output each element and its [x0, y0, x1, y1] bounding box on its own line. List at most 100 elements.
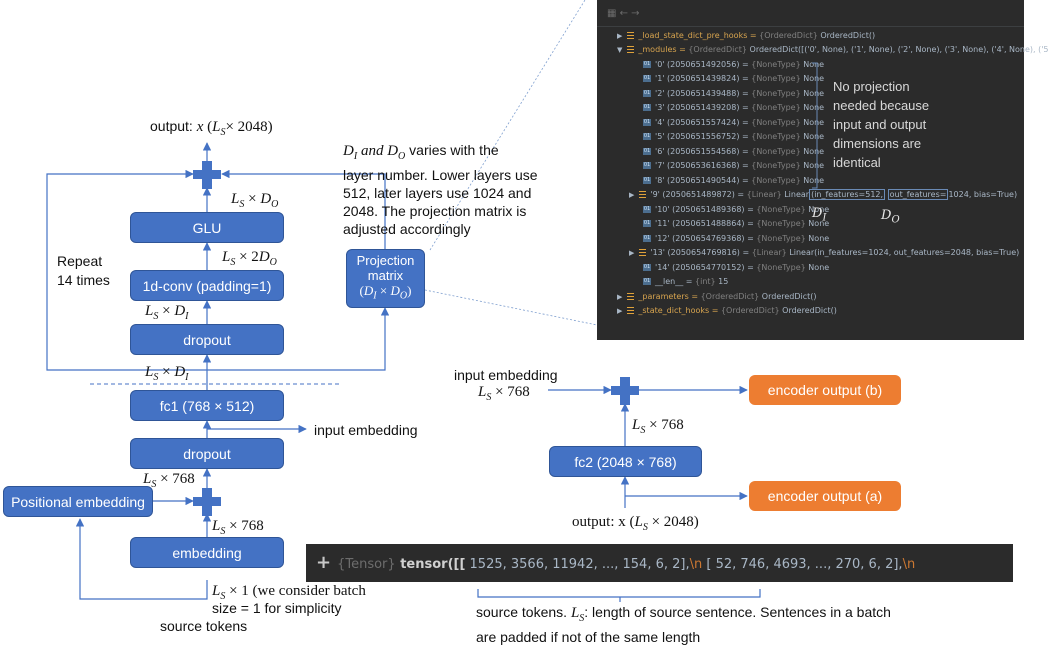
residual-loop	[46, 169, 207, 371]
variable-row[interactable]: 01'7' (2050653616368) = {NoneType} None	[643, 160, 824, 172]
item-key: '3' (2050651439208) =	[655, 103, 752, 112]
item-value: None	[800, 117, 825, 127]
variable-row[interactable]: ▶'9' (2050651489872) = {Linear} Linear(i…	[629, 189, 1017, 201]
no-proj-line5: identical	[833, 155, 881, 170]
input-embedding-right-label: input embedding	[454, 367, 558, 383]
value-icon: 01	[643, 133, 651, 140]
variable-row[interactable]: 01'3' (2050651439208) = {NoneType} None	[643, 102, 824, 114]
expand-icon[interactable]: +	[316, 552, 332, 573]
variable-row[interactable]: 01'11' (2050651488864) = {NoneType} None	[643, 218, 829, 230]
debugger-toolbar: ▦ ← →	[597, 0, 1024, 27]
source-note-pre: source tokens.	[476, 604, 571, 620]
variable-row[interactable]: ▶_load_state_dict_pre_hooks = {OrderedDi…	[617, 30, 875, 42]
glu-box: GLU	[130, 212, 284, 243]
field-type: {OrderedDict}	[720, 306, 780, 315]
di-annotation: DI	[812, 206, 827, 224]
tensor-newline-1: \n	[689, 557, 703, 572]
collapse-triangle-icon[interactable]: ▼	[617, 46, 623, 54]
variable-row[interactable]: 01'6' (2050651554568) = {NoneType} None	[643, 146, 824, 158]
projection-line1: Projection	[356, 253, 415, 269]
item-value: None	[805, 204, 830, 214]
source-note-post: : length of source sentence. Sentences i…	[584, 604, 891, 620]
module-key: '9' (2050651489872) =	[650, 190, 747, 199]
no-proj-line1: No projection	[833, 79, 910, 94]
variable-row[interactable]: 01'1' (2050651439824) = {NoneType} None	[643, 73, 824, 85]
note-line2: layer number. Lower layers use	[343, 167, 538, 183]
do-annotation: DO	[881, 208, 900, 226]
variable-row[interactable]: 01'2' (2050651439488) = {NoneType} None	[643, 88, 824, 100]
variable-row[interactable]: 01'5' (2050651556752) = {NoneType} None	[643, 131, 824, 143]
expand-triangle-icon[interactable]: ▶	[617, 307, 623, 315]
item-key: '11' (2050651488864) =	[655, 219, 757, 228]
dim-residual: LS × DI	[145, 364, 189, 383]
field-name: _modules =	[638, 45, 689, 54]
callout-line-top	[429, 0, 586, 251]
item-type: {NoneType}	[756, 204, 806, 214]
output-S: S	[220, 127, 226, 138]
field-icon	[627, 32, 635, 39]
field-type: {OrderedDict}	[759, 31, 818, 40]
item-key: '2' (2050651439488) =	[655, 88, 752, 98]
variable-row[interactable]: 01'8' (2050651490544) = {NoneType} None	[643, 175, 824, 187]
item-key: '5' (2050651556752) =	[655, 132, 752, 141]
repeat-line1: Repeat	[57, 253, 103, 269]
field-name: _parameters =	[638, 291, 701, 301]
repeat-line2: 14 times	[57, 272, 110, 288]
variable-row[interactable]: 01'0' (2050651492056) = {NoneType} None	[643, 59, 824, 71]
tensor-newline-2: \n	[902, 557, 916, 572]
field-type: {OrderedDict}	[700, 291, 760, 301]
output-rest: × 2048)	[225, 119, 273, 135]
item-value: None	[800, 175, 825, 185]
item-value: None	[805, 233, 830, 243]
item-key: '0' (2050651492056) =	[655, 59, 752, 69]
no-projection-note: No projection needed because input and o…	[833, 77, 929, 172]
module-type: {Linear}	[751, 248, 787, 257]
connector-layer	[46, 0, 761, 602]
out-features: out_features=	[887, 189, 949, 200]
encoder-output-a: encoder output (a)	[749, 481, 901, 511]
fc2-out-dim: LS × 768	[632, 417, 684, 436]
item-key: '12' (2050654769368) =	[655, 233, 757, 243]
embedding-box: embedding	[130, 537, 284, 568]
expand-triangle-icon[interactable]: ▶	[629, 249, 635, 257]
fc2-box: fc2 (2048 × 768)	[549, 446, 702, 477]
source-note-math: LS	[570, 605, 585, 624]
dropout-inner-box: dropout	[130, 324, 284, 355]
source-note-line2: are padded if not of the same length	[476, 629, 701, 645]
item-type: {NoneType}	[751, 117, 801, 127]
variable-row[interactable]: 01'12' (2050654769368) = {NoneType} None	[643, 233, 829, 245]
expand-triangle-icon[interactable]: ▶	[629, 191, 635, 199]
item-key: '7' (2050653616368) =	[655, 161, 752, 170]
item-key: '1' (2050651439824) =	[655, 74, 752, 83]
item-key: '10' (2050651489368) =	[655, 204, 757, 214]
value-icon: 01	[643, 89, 651, 97]
variable-row[interactable]: ▶_state_dict_hooks = {OrderedDict} Order…	[617, 305, 837, 317]
source-tokens-label: source tokens	[160, 618, 248, 634]
item-value: 15	[715, 277, 729, 286]
arrow-to-projection	[207, 307, 390, 371]
item-value: None	[805, 262, 830, 272]
value-icon: 01	[643, 104, 651, 111]
variable-row[interactable]: ▶_parameters = {OrderedDict} OrderedDict…	[617, 291, 817, 303]
value-icon: 01	[643, 220, 651, 227]
plus-top	[193, 161, 221, 189]
expand-triangle-icon[interactable]: ▶	[617, 32, 623, 40]
no-proj-line4: dimensions are	[833, 136, 922, 151]
variable-row[interactable]: 01'10' (2050651489368) = {NoneType} None	[643, 204, 829, 216]
item-type: {NoneType}	[751, 146, 801, 156]
variable-row[interactable]: 01'14' (2050654770152) = {NoneType} None	[643, 262, 829, 274]
in-features: (in_features=512,	[809, 189, 886, 200]
variable-row[interactable]: ▼_modules = {OrderedDict} OrderedDict([(…	[617, 44, 1049, 56]
item-type: {int}	[695, 277, 716, 286]
variable-row[interactable]: ▶'13' (2050654769816) = {Linear} Linear(…	[629, 247, 1019, 259]
variable-row[interactable]: 01'4' (2050651557424) = {NoneType} None	[643, 117, 824, 129]
no-proj-line2: needed because	[833, 98, 930, 113]
debugger-panel: ▦ ← → ▶_load_state_dict_pre_hooks = {Ord…	[597, 0, 1049, 340]
projection-matrix-box: Projection matrix (DI × DO)	[346, 249, 425, 308]
expand-triangle-icon[interactable]: ▶	[617, 292, 623, 301]
dim-after-conv: LS × 2DO	[222, 249, 277, 268]
item-value: None	[800, 88, 825, 98]
variable-row[interactable]: 01__len__ = {int} 15	[643, 276, 728, 288]
fc1-box: fc1 (768 × 512)	[130, 390, 284, 421]
module-icon	[639, 249, 647, 256]
